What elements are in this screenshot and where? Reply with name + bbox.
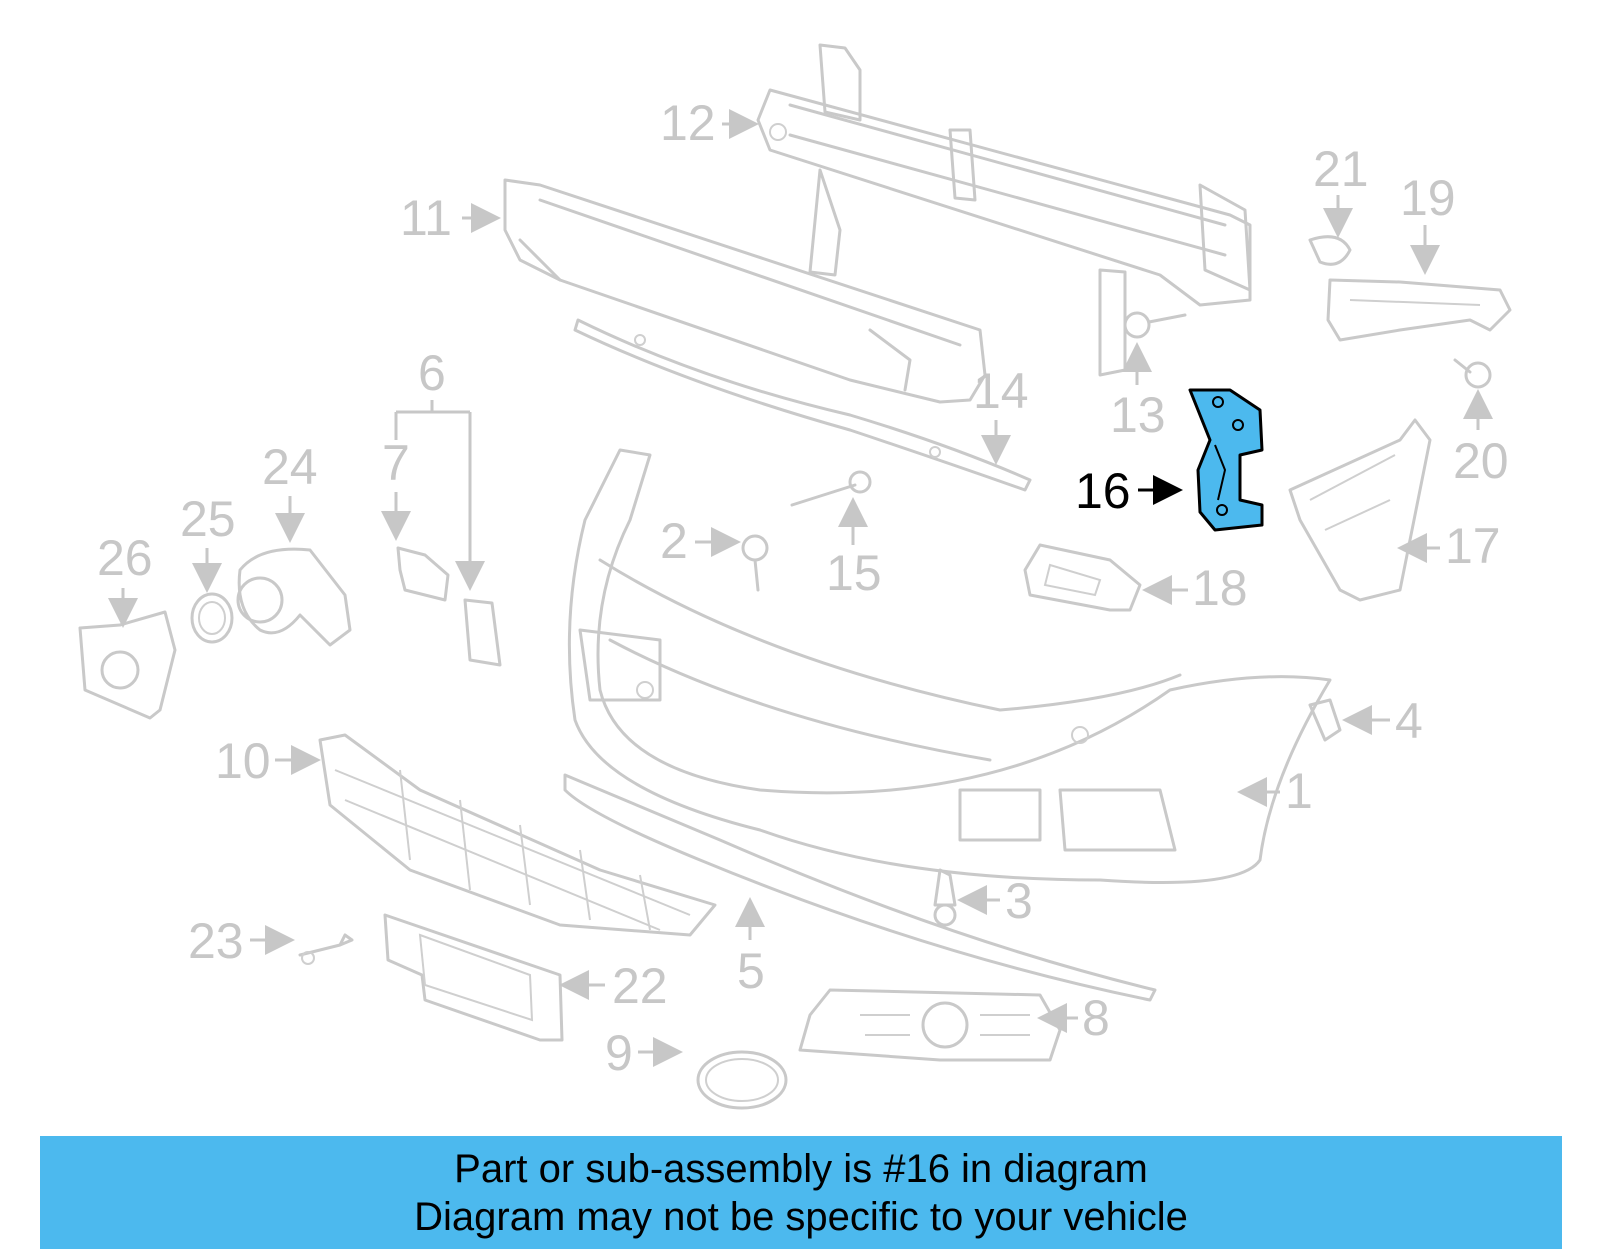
part-5-lower-spoiler [563,773,1157,1002]
part-22-plate-bracket [383,913,564,1042]
callout-22: 22 [559,958,668,1014]
part-20-screw [1453,358,1492,389]
callout-17: 17 [1397,518,1501,574]
part-1-bumper-cover [567,448,1332,884]
svg-text:26: 26 [97,530,153,586]
part-15-rivet [790,470,872,507]
svg-text:7: 7 [382,435,410,491]
callout-4: 4 [1342,693,1423,749]
part-2-screw [741,534,769,592]
callout-23: 23 [188,913,295,969]
callout-2: 2 [660,513,741,569]
part-26-sensor-holder [78,610,177,720]
svg-text:11: 11 [400,190,452,246]
callout-13: 13 [1110,342,1166,443]
callout-12: 12 [660,95,759,151]
part-25-grommet [190,592,234,644]
svg-text:1: 1 [1285,763,1313,819]
svg-text:13: 13 [1110,387,1166,443]
svg-text:19: 19 [1400,170,1456,226]
part-17-side-bracket [1288,418,1432,602]
callout-15: 15 [826,497,882,601]
info-banner: Part or sub-assembly is #16 in diagram D… [40,1136,1562,1249]
svg-text:2: 2 [660,513,688,569]
callout-26: 26 [97,530,153,628]
part-7-bracket [396,546,502,667]
part-16-highlighted-bracket [1188,388,1264,532]
svg-text:10: 10 [215,733,271,789]
part-11-energy-absorber [503,178,987,404]
callout-25: 25 [180,491,236,593]
svg-text:18: 18 [1192,560,1248,616]
svg-text:16: 16 [1075,463,1131,519]
callout-20: 20 [1453,389,1509,489]
svg-text:9: 9 [605,1025,633,1081]
part-24-parking-sensor [236,547,352,647]
part-13-bolt [1123,311,1187,339]
svg-text:21: 21 [1313,141,1369,197]
callout-3: 3 [957,873,1033,929]
callout-19: 19 [1400,170,1456,275]
svg-text:24: 24 [262,439,318,495]
part-12-reinforcement-bar [756,43,1252,377]
part-9-ring [696,1050,788,1110]
svg-text:15: 15 [826,545,882,601]
svg-text:25: 25 [180,491,236,547]
svg-text:23: 23 [188,913,244,969]
svg-text:4: 4 [1395,693,1423,749]
callout-21: 21 [1313,141,1369,238]
svg-text:14: 14 [973,363,1029,419]
svg-text:22: 22 [612,958,668,1014]
svg-text:20: 20 [1453,433,1509,489]
callout-14: 14 [973,363,1029,465]
part-4-clip [1308,698,1342,742]
part-8-fog-grille [798,988,1062,1062]
callout-10: 10 [215,733,321,789]
svg-text:17: 17 [1445,518,1501,574]
svg-text:5: 5 [737,943,765,999]
svg-text:12: 12 [660,95,716,151]
callout-11: 11 [400,190,501,246]
banner-part-note: Part or sub-assembly is #16 in diagram [454,1146,1148,1191]
part-14-upper-strip [573,318,1032,492]
part-10-lower-grille [318,733,717,937]
part-19-side-guide [1326,278,1512,342]
svg-text:6: 6 [418,345,446,401]
callout-16: 16 [1075,463,1183,519]
callout-24: 24 [262,439,318,543]
callout-9: 9 [605,1025,683,1081]
callout-7: 7 [381,435,411,541]
svg-text:8: 8 [1082,990,1110,1046]
part-21-clip [1308,235,1352,266]
callout-18: 18 [1142,560,1248,616]
callout-1: 1 [1237,763,1313,819]
part-23-clip [298,933,354,965]
banner-disclaimer: Diagram may not be specific to your vehi… [414,1194,1188,1239]
callout-8: 8 [1037,990,1110,1046]
part-18-fog-lamp [1023,543,1142,612]
callout-5: 5 [735,897,765,999]
callout-6: 6 [394,345,485,591]
svg-text:3: 3 [1005,873,1033,929]
part-3-screw [933,868,957,927]
